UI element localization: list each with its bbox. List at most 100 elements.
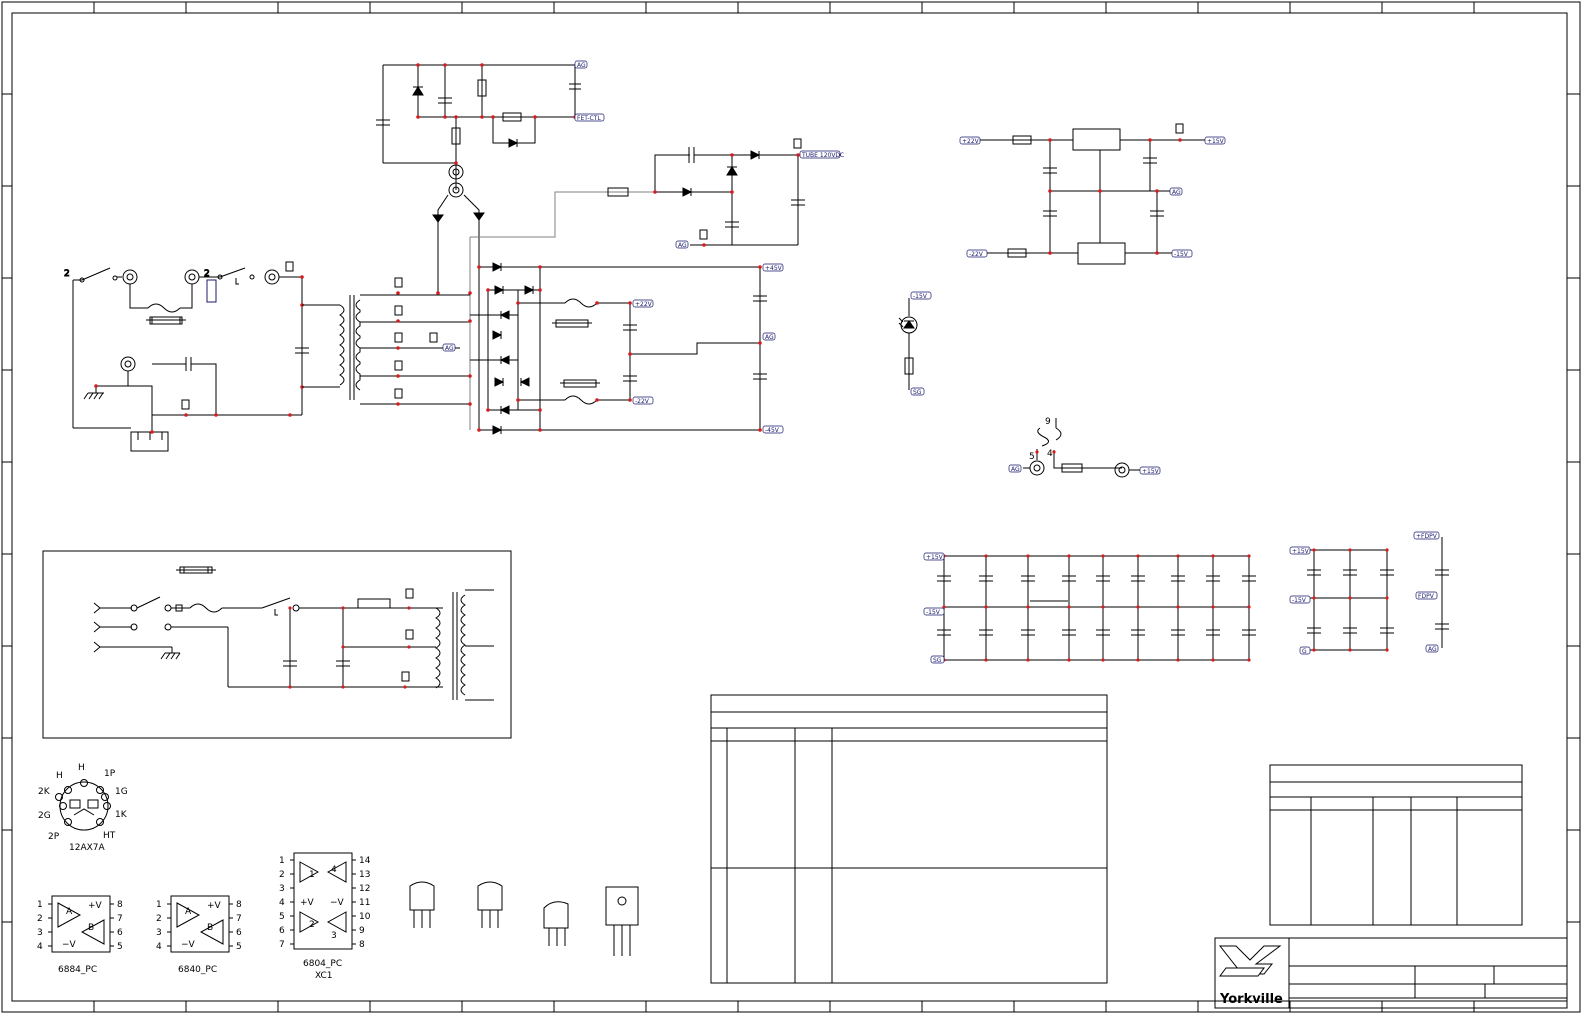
- net-label-fdpv: FDPV: [1415, 591, 1438, 600]
- svg-text:HT: HT: [103, 831, 116, 841]
- svg-text:6: 6: [236, 928, 242, 938]
- svg-text:-22V: -22V: [635, 398, 650, 405]
- svg-text:Yorkville: Yorkville: [1219, 992, 1283, 1007]
- svg-text:5: 5: [1029, 452, 1035, 462]
- svg-text:+FDPV: +FDPV: [1416, 533, 1438, 540]
- svg-text:6: 6: [117, 928, 123, 938]
- svg-text:8: 8: [117, 900, 123, 910]
- svg-text:H: H: [78, 763, 85, 773]
- fet-control-circuit: AG FET-CTL: [376, 60, 605, 430]
- svg-text:XC1: XC1: [315, 971, 333, 981]
- svg-text:G: G: [1302, 648, 1307, 655]
- revision-table: [1269, 764, 1523, 926]
- net-label-m45v: -45V: [762, 425, 784, 434]
- svg-text:4: 4: [156, 942, 162, 952]
- svg-text:A: A: [185, 907, 192, 917]
- svg-text:1P: 1P: [104, 769, 116, 779]
- net-label-p-fdpv: +FDPV: [1413, 531, 1440, 540]
- rectifier-bridge: +22V -22V +45V AG -45V: [470, 262, 784, 435]
- svg-text:12AX7A: 12AX7A: [69, 843, 106, 853]
- net-label-sg-led: SG: [910, 387, 925, 396]
- svg-text:4: 4: [1047, 449, 1053, 459]
- svg-text:FDPV: FDPV: [1418, 593, 1435, 600]
- net-label-tube-120vdc: TUBE 120VDC: [799, 150, 844, 159]
- svg-text:AG: AG: [1011, 466, 1020, 473]
- svg-text:−V: −V: [62, 940, 77, 950]
- svg-text:A: A: [66, 907, 73, 917]
- svg-text:6: 6: [279, 926, 285, 936]
- svg-text:8: 8: [236, 900, 242, 910]
- svg-text:AG: AG: [678, 242, 687, 249]
- svg-text:B: B: [207, 923, 213, 933]
- mains-input-circuit: 2 2: [64, 261, 472, 452]
- svg-text:9: 9: [1045, 417, 1051, 427]
- net-label-ag-hv: AG: [675, 240, 689, 249]
- net-label-p15v-reg: +15V: [1204, 136, 1226, 145]
- net-label-ag-dc: AG: [1425, 644, 1439, 653]
- bom-table: [710, 694, 1108, 984]
- svg-text:3: 3: [331, 931, 337, 941]
- svg-text:4: 4: [331, 865, 337, 875]
- svg-text:AG: AG: [577, 62, 586, 69]
- svg-text:11: 11: [359, 898, 370, 908]
- svg-text:−V: −V: [181, 940, 196, 950]
- svg-text:+15V: +15V: [1292, 548, 1310, 555]
- svg-text:7: 7: [236, 914, 242, 924]
- svg-text:-22V: -22V: [969, 251, 984, 258]
- svg-text:9: 9: [359, 926, 365, 936]
- svg-text:+22V: +22V: [962, 138, 980, 145]
- svg-text:+15V: +15V: [1207, 138, 1225, 145]
- net-label-m22v: -22V: [632, 396, 654, 405]
- svg-text:1K: 1K: [115, 810, 128, 820]
- svg-text:2P: 2P: [48, 832, 60, 842]
- svg-text:6884_PC: 6884_PC: [58, 965, 97, 975]
- net-label-m15v-dc2: -15V: [1289, 595, 1311, 604]
- svg-text:1: 1: [156, 900, 162, 910]
- svg-text:H: H: [56, 771, 63, 781]
- net-label-p22v-reg: +22V: [959, 136, 981, 145]
- tube-12ax7a-pinout: H H 1P 1G 1K HT 2P 2G 2K 12AX7A: [38, 763, 128, 853]
- svg-text:+22V: +22V: [635, 301, 653, 308]
- svg-text:3: 3: [156, 928, 162, 938]
- net-label-m15v-led: -15V: [910, 291, 932, 300]
- net-label-p15v-dc: +15V: [923, 552, 945, 561]
- svg-text:+15V: +15V: [926, 554, 944, 561]
- svg-text:-15V: -15V: [913, 293, 928, 300]
- net-label-ag-45: AG: [762, 332, 776, 341]
- svg-text:B: B: [88, 923, 94, 933]
- svg-text:6804_PC: 6804_PC: [303, 959, 342, 969]
- svg-text:SG: SG: [913, 389, 922, 396]
- title-block: Yorkville: [1214, 937, 1568, 1009]
- svg-text:2: 2: [309, 920, 315, 930]
- net-label-p15v-jack: +15V: [1139, 466, 1161, 475]
- svg-text:+45V: +45V: [765, 265, 783, 272]
- svg-text:10: 10: [359, 912, 371, 922]
- svg-text:2K: 2K: [38, 787, 51, 797]
- opamp-6840-pc: 1 2 3 4 8 7 6 5 +V −V A B 6840_PC: [156, 895, 242, 975]
- net-label-ag-top: AG: [574, 60, 588, 69]
- svg-text:7: 7: [279, 940, 285, 950]
- svg-text:3: 3: [37, 928, 43, 938]
- svg-text:+15V: +15V: [1142, 468, 1160, 475]
- net-label-sg-dc: SG: [930, 655, 945, 664]
- svg-text:SG: SG: [933, 657, 942, 664]
- svg-text:AG: AG: [765, 334, 774, 341]
- net-label-m15v-reg: -15V: [1171, 249, 1193, 258]
- svg-text:+V: +V: [207, 901, 222, 911]
- net-label-ag-xfmr: AG: [442, 343, 456, 352]
- svg-text:-45V: -45V: [765, 427, 780, 434]
- svg-text:-15V: -15V: [1292, 597, 1307, 604]
- regulator-15v: +22V +15V AG -22V -15V: [959, 123, 1226, 265]
- net-label-fet-ctl: FET-CTL: [574, 113, 605, 122]
- svg-text:1: 1: [309, 870, 315, 880]
- svg-text:2: 2: [156, 914, 162, 924]
- net-label-m15v-dc: -15V: [923, 607, 945, 616]
- svg-text:-15V: -15V: [926, 609, 941, 616]
- svg-text:12: 12: [359, 884, 370, 894]
- svg-text:2G: 2G: [38, 811, 51, 821]
- svg-text:2: 2: [204, 269, 210, 279]
- svg-text:-15V: -15V: [1174, 251, 1189, 258]
- net-label-g-dc: G: [1299, 646, 1311, 655]
- svg-text:5: 5: [117, 942, 123, 952]
